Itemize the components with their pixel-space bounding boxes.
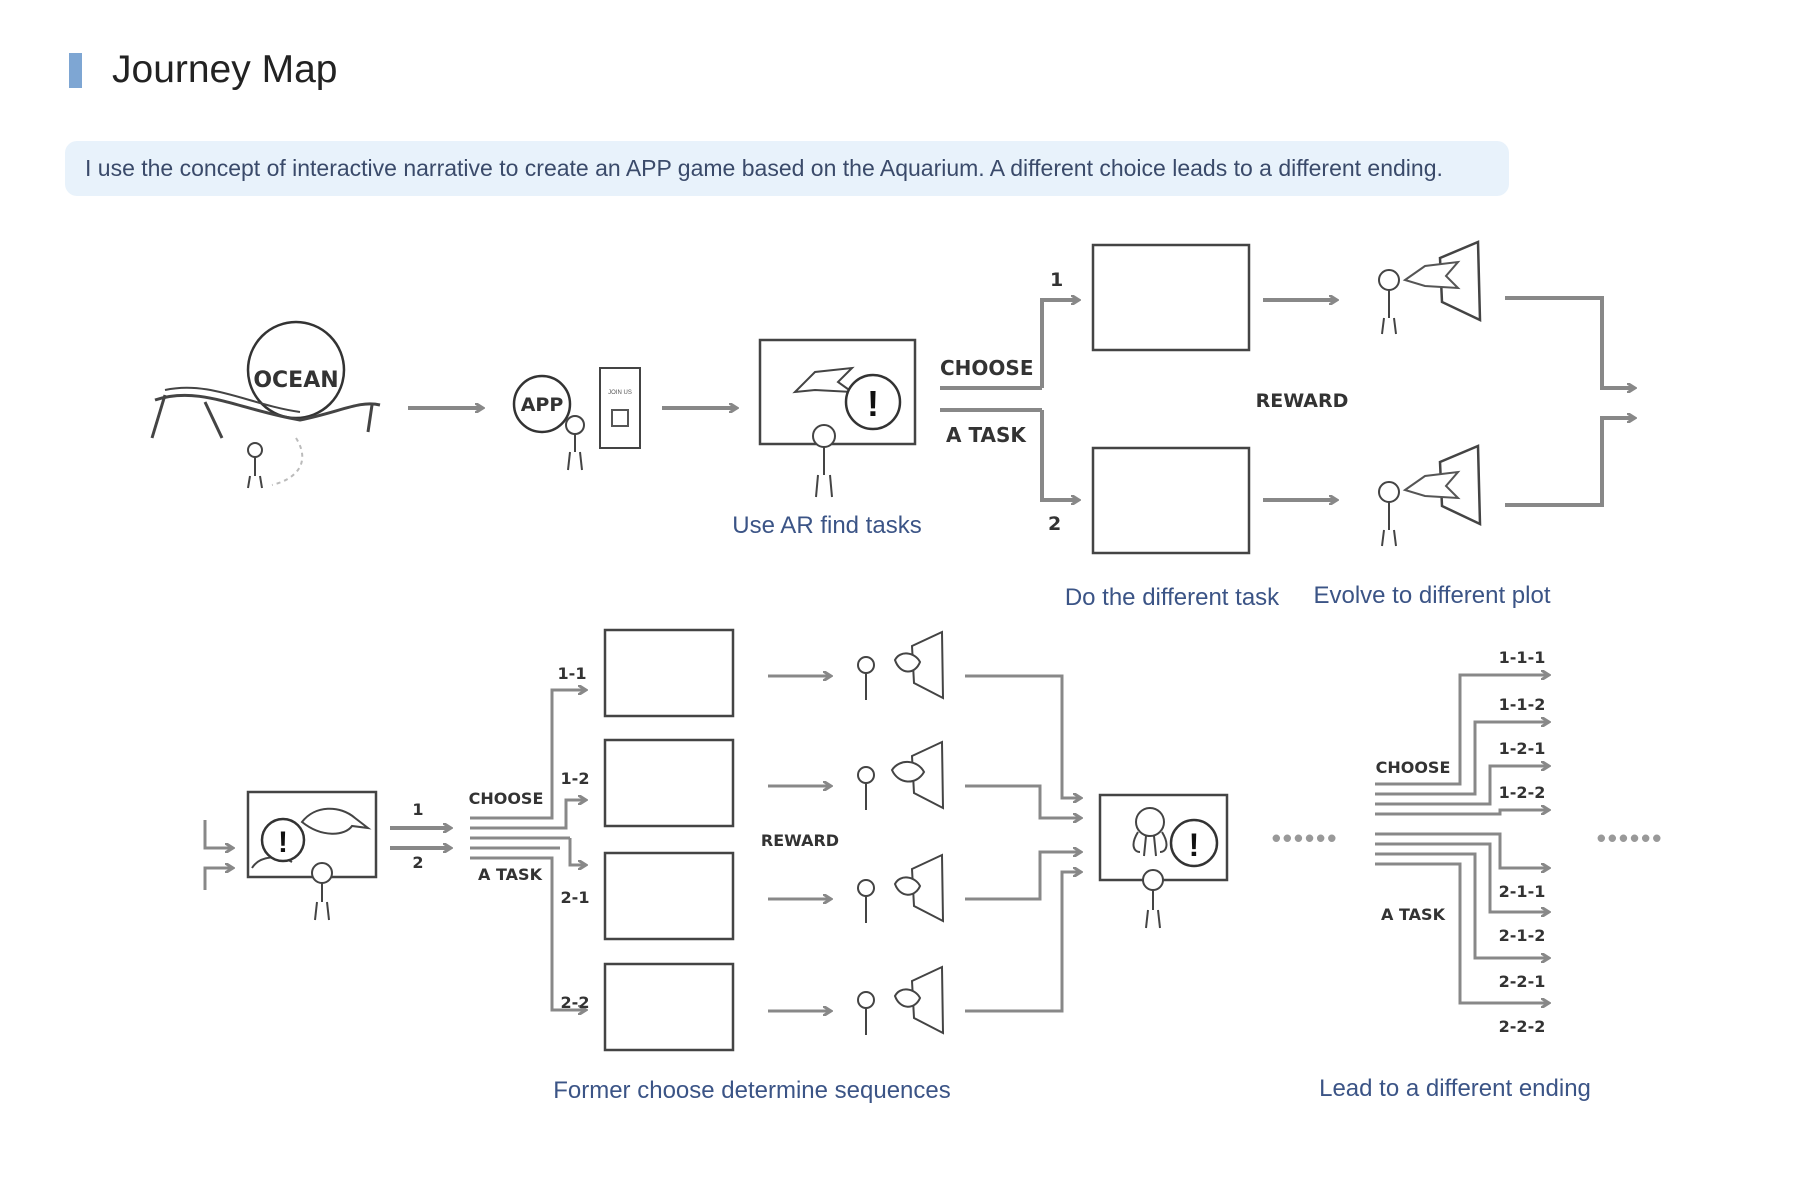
exclaim-mark: ! <box>278 826 288 859</box>
bottom-choose-label: CHOOSE <box>469 789 544 808</box>
entry-arrow-1 <box>203 820 232 848</box>
ending-label: 2-1-1 <box>1499 882 1546 901</box>
poster-label: JOIN US <box>608 390 632 396</box>
top-reward-label: REWARD <box>1256 390 1349 412</box>
ar-scene: ! <box>758 338 917 498</box>
intro-text: I use the concept of interactive narrati… <box>85 155 1443 181</box>
exclaim-bubble <box>1169 818 1219 868</box>
caption-ar: Use AR find tasks <box>732 512 921 539</box>
shark-icon <box>1402 470 1461 500</box>
branch-arrow <box>530 690 585 820</box>
shark-icon <box>1402 260 1461 290</box>
person-icon <box>812 424 836 498</box>
person-icon <box>1142 869 1164 929</box>
ending-label: 2-2-2 <box>1499 1017 1546 1036</box>
ending-label: 1-1-1 <box>1499 648 1546 667</box>
entry-arrow-2 <box>203 868 232 890</box>
branch-arrow <box>560 800 585 830</box>
person-icon <box>1378 269 1400 335</box>
person-icon <box>565 415 585 471</box>
octopus-icon <box>1132 807 1168 857</box>
bottom-a-task-label: A TASK <box>478 865 543 884</box>
plot-scene-small <box>857 740 945 810</box>
branch-label: 1-1 <box>558 664 587 683</box>
caption-ending: Lead to a different ending <box>1319 1075 1591 1102</box>
ending-label: 1-2-1 <box>1499 739 1546 758</box>
qr-code-icon <box>611 409 629 427</box>
app-scene: APP JOIN US <box>512 367 641 471</box>
bottom-reward-label: REWARD <box>761 831 839 850</box>
dolphin-scene: ! <box>246 790 378 921</box>
plot-scene-1 <box>1378 240 1482 335</box>
merge-arrow <box>965 852 1080 901</box>
dolphin-icon <box>300 807 372 835</box>
ending-label: 2-2-1 <box>1499 972 1546 991</box>
branch-arrow-1 <box>1040 300 1078 388</box>
in-2-label: 2 <box>412 853 423 872</box>
branch-2-label: 2 <box>1048 513 1061 535</box>
ending-label: 1-2-2 <box>1499 783 1546 802</box>
merge-arrow <box>965 784 1080 818</box>
exclaim-mark: ! <box>1189 827 1200 863</box>
exclaim-bubble <box>844 373 902 431</box>
exclaim-mark: ! <box>867 383 879 424</box>
ending-label: 1-1-2 <box>1499 695 1546 714</box>
merge-arrow <box>965 674 1080 798</box>
plot-scene-small <box>857 965 945 1035</box>
right-choose-label: CHOOSE <box>1376 758 1451 777</box>
person-icon <box>247 442 263 489</box>
app-label: APP <box>521 394 564 416</box>
page-title: Journey Map <box>112 48 338 91</box>
right-a-task-label: A TASK <box>1381 905 1446 924</box>
merge-arrow-1 <box>1505 296 1634 388</box>
task-box-1 <box>1091 243 1251 352</box>
branch-arrow <box>568 838 585 865</box>
app-bubble <box>512 374 572 434</box>
branch-label: 1-2 <box>561 769 590 788</box>
task-box <box>603 851 735 941</box>
ocean-label: OCEAN <box>253 368 338 393</box>
continuation-dots: •••••• <box>1597 823 1664 853</box>
plot-scene-small <box>857 630 945 700</box>
ending-label: 2-1-2 <box>1499 926 1546 945</box>
top-a-task-label: A TASK <box>946 423 1027 447</box>
path-dashed-icon <box>271 437 304 486</box>
in-1-label: 1 <box>412 800 423 819</box>
continuation-dots: •••••• <box>1272 823 1339 853</box>
task-box <box>603 738 735 828</box>
branch-1-label: 1 <box>1050 269 1063 291</box>
ocean-stand-icon <box>150 394 167 439</box>
exclaim-bubble <box>260 817 306 863</box>
ocean-scene: OCEAN <box>150 320 381 489</box>
ocean-wave-icon <box>154 393 381 422</box>
merge-arrow <box>965 872 1080 1013</box>
person-icon <box>1378 481 1400 547</box>
branch-arrow-2 <box>1040 410 1078 500</box>
task-box <box>603 962 735 1052</box>
intro-box: I use the concept of interactive narrati… <box>65 141 1509 196</box>
task-box-2 <box>1091 446 1251 555</box>
branch-arrow <box>530 856 585 1010</box>
ending-branches <box>1375 675 1548 1003</box>
poster-icon <box>599 367 641 449</box>
shark-icon <box>792 366 856 394</box>
merge-arrow-2 <box>1505 418 1634 507</box>
branch-label: 2-1 <box>561 888 590 907</box>
caption-sequence: Former choose determine sequences <box>553 1077 951 1104</box>
plot-scene-2 <box>1378 444 1482 547</box>
person-icon <box>311 862 333 921</box>
ocean-stand-icon-3 <box>366 404 374 433</box>
ocean-stand-icon-2 <box>203 401 224 439</box>
plot-scene-small <box>857 853 945 923</box>
top-choose-label: CHOOSE <box>940 356 1034 380</box>
ocean-wave-icon-2 <box>164 386 301 413</box>
octopus-scene: ! <box>1098 793 1229 929</box>
caption-task: Do the different task <box>1065 584 1280 611</box>
caption-plot: Evolve to different plot <box>1313 582 1550 609</box>
title-accent-bar <box>69 53 82 88</box>
task-box <box>603 628 735 718</box>
branch-label: 2-2 <box>561 993 590 1012</box>
